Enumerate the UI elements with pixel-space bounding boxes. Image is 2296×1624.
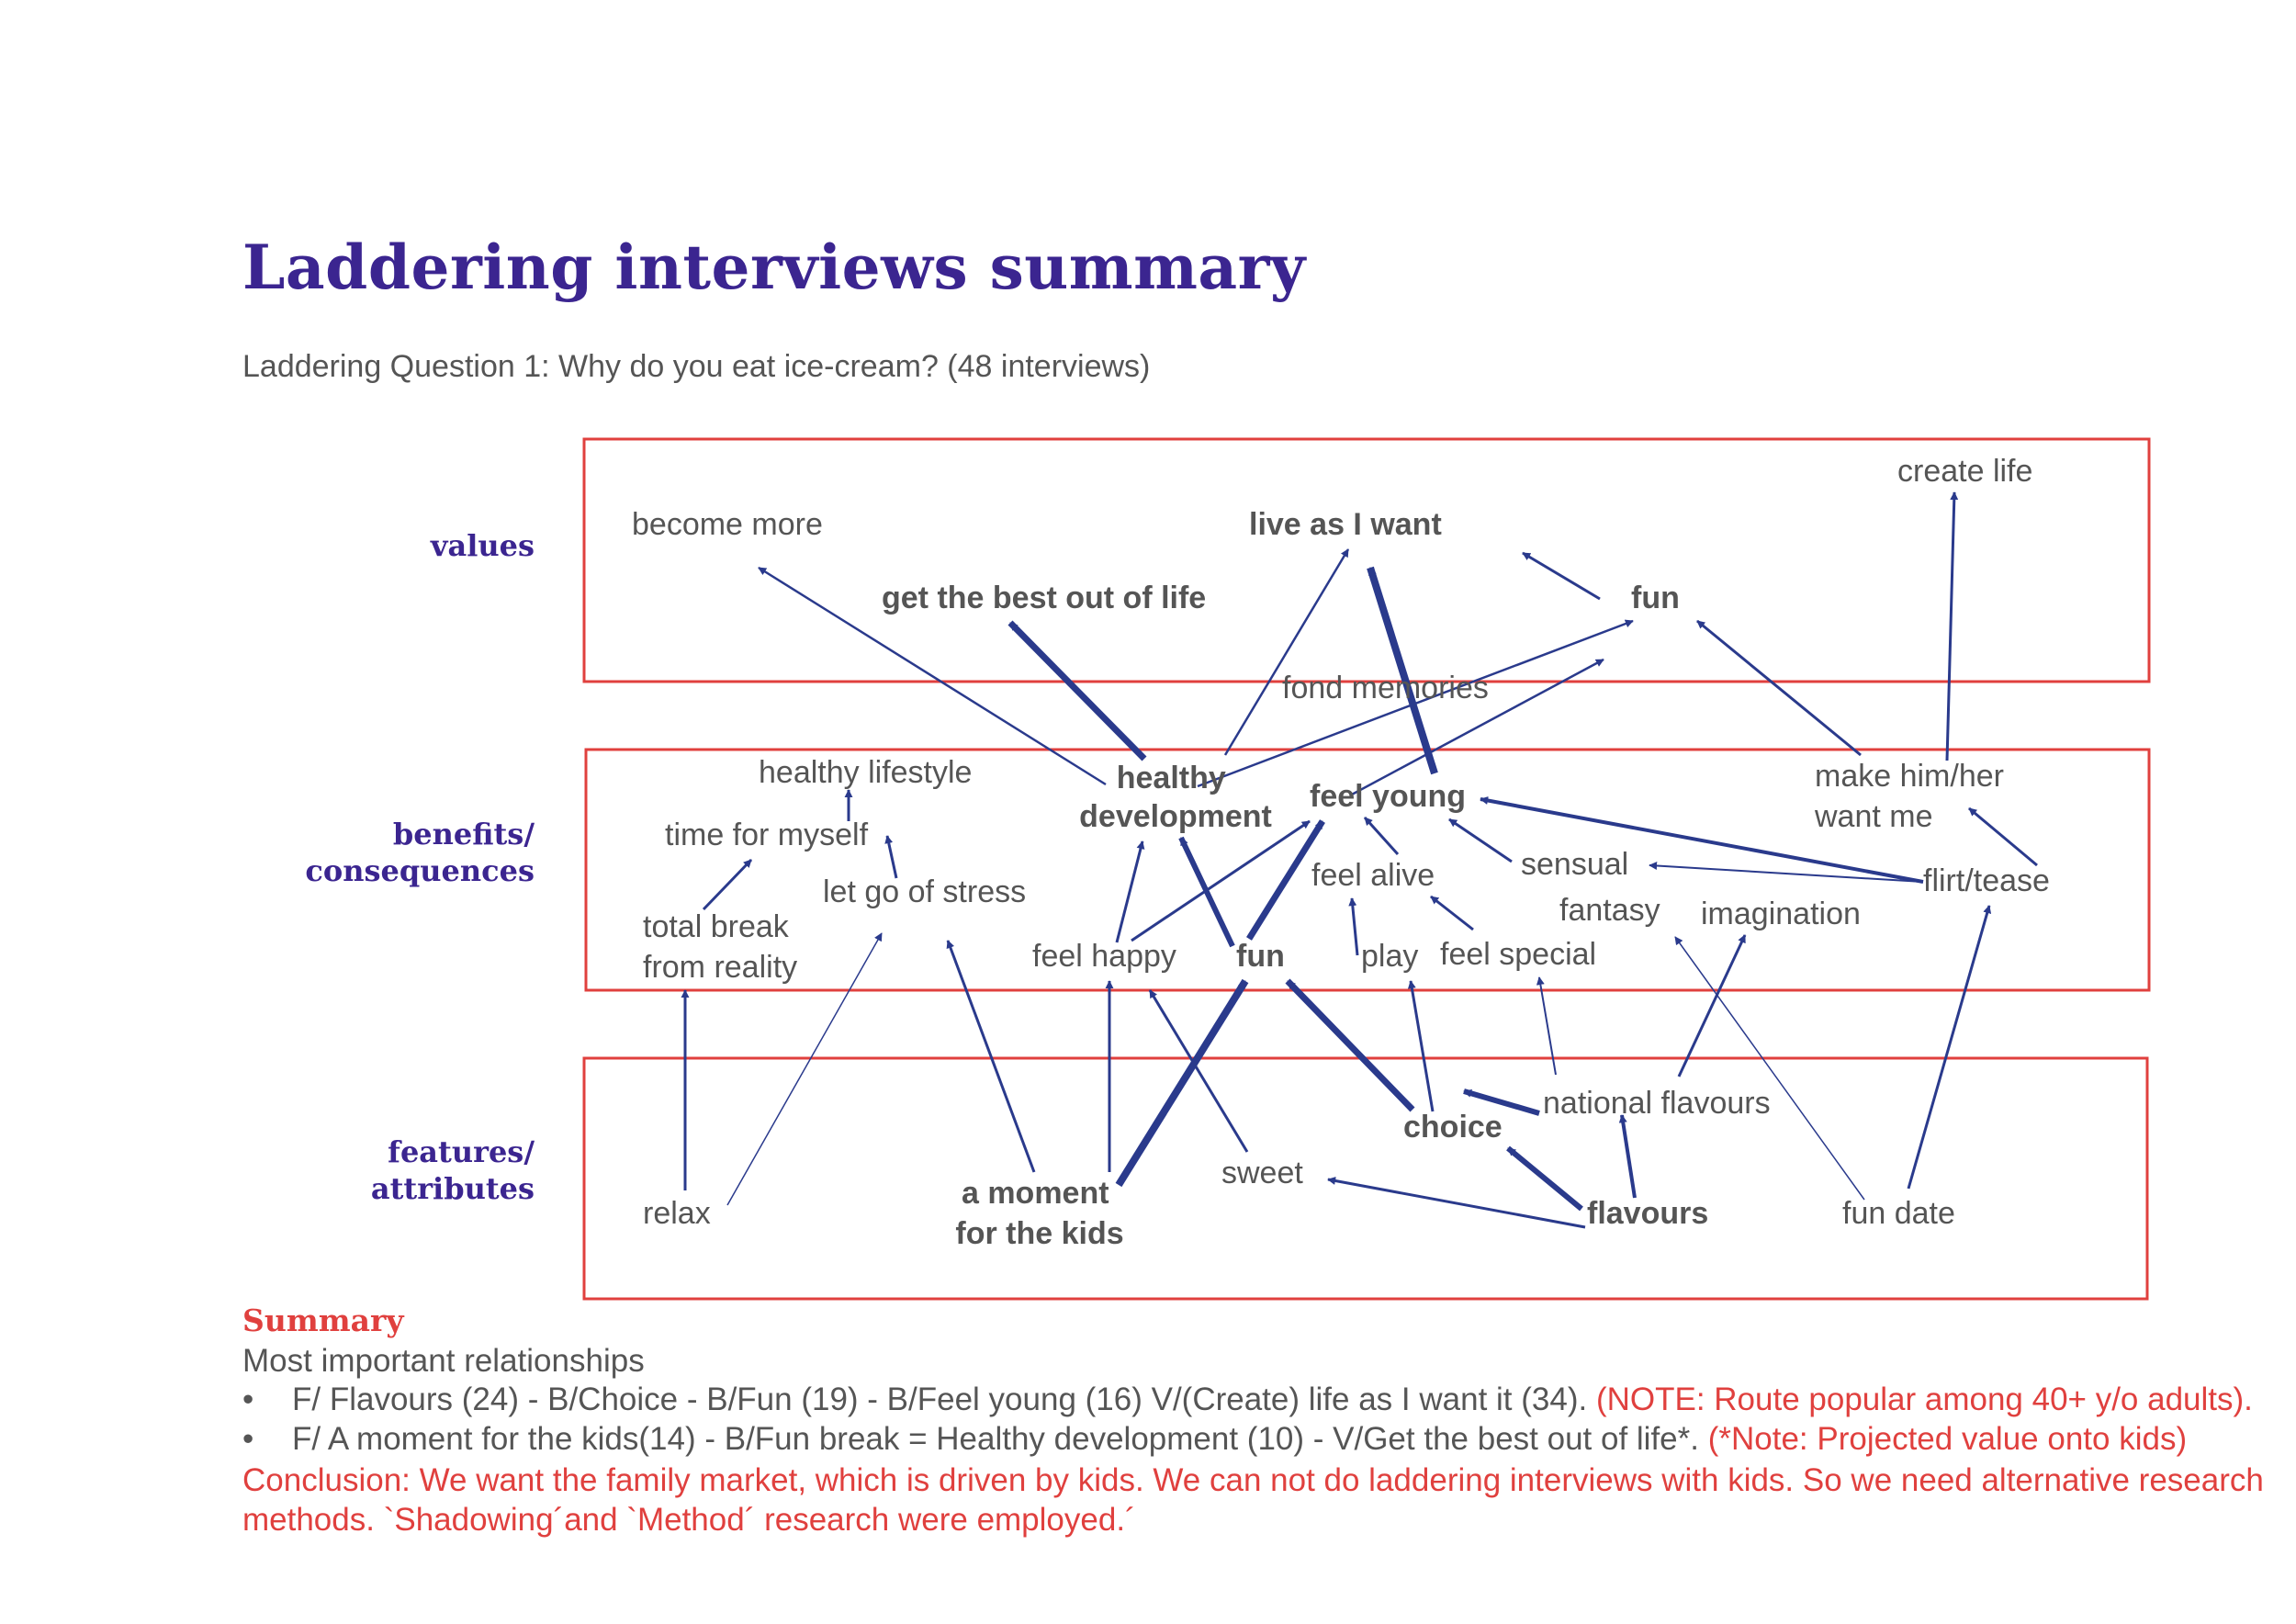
page-title: Laddering interviews summary bbox=[242, 231, 1306, 303]
arrow-healthy-dev-become-more bbox=[758, 566, 1107, 786]
node-fun-benefit: fun bbox=[1236, 939, 1285, 974]
arrow-fun-feel-young bbox=[1246, 819, 1325, 941]
arrow-flavours-national bbox=[1618, 1114, 1637, 1199]
node-sensual: sensual bbox=[1521, 847, 1628, 882]
row-label-line: features/ bbox=[388, 1134, 535, 1169]
arrow-fun-date-fantasy bbox=[1674, 936, 1865, 1201]
arrow-fun-date-flirt bbox=[1907, 905, 1992, 1190]
summary-bullet: • F/ Flavours (24) - B/Choice - B/Fun (19… bbox=[242, 1382, 2253, 1418]
arrow-flirt-make-want bbox=[1968, 806, 2038, 867]
node-create-life: create life bbox=[1897, 454, 2032, 489]
arrow-healthy-dev-live-as-i-want bbox=[1223, 548, 1350, 756]
node-line: healthy bbox=[1117, 761, 1226, 795]
node-line: for the kids bbox=[955, 1216, 1123, 1251]
row-label-line: attributes bbox=[370, 1171, 535, 1206]
arrow-national-feel-special bbox=[1536, 976, 1557, 1076]
arrow-fun-healthy-dev bbox=[1178, 836, 1235, 948]
arrow-national-choice bbox=[1463, 1088, 1540, 1116]
arrow-relax-let-go-of-stress bbox=[726, 932, 883, 1206]
bullet-dot: • bbox=[242, 1421, 254, 1457]
laddering-question: Laddering Question 1: Why do you eat ice… bbox=[242, 349, 1151, 384]
node-fond-memories: fond memories bbox=[1282, 671, 1489, 705]
node-a-moment-for-the-kids: a moment for the kids bbox=[955, 1176, 1123, 1251]
node-feel-special: feel special bbox=[1440, 937, 1596, 972]
arrow-fun-value-live bbox=[1522, 551, 1601, 601]
arrow-healthy-dev-get-best bbox=[1007, 620, 1147, 761]
node-time-for-myself: time for myself bbox=[665, 818, 869, 852]
node-make-him-her-want-me: make him/her want me bbox=[1814, 759, 2012, 834]
bullet-text: F/ Flavours (24) - B/Choice - B/Fun (19)… bbox=[292, 1382, 1596, 1417]
arrow-feel-alive-feel-young bbox=[1363, 816, 1400, 856]
arrow-choice-play bbox=[1407, 980, 1435, 1112]
node-become-more: become more bbox=[632, 507, 823, 542]
arrow-play-feel-alive bbox=[1348, 897, 1359, 956]
row-label-line: values bbox=[430, 528, 535, 563]
arrow-feel-young-fun-value bbox=[1349, 658, 1604, 797]
arrow-flirt-feel-young bbox=[1480, 796, 1924, 884]
arrow-moment-let-go bbox=[946, 940, 1036, 1173]
summary-bullet: • F/ A moment for the kids(14) - B/Fun br… bbox=[242, 1421, 2187, 1458]
node-healthy-development: healthy development bbox=[1079, 761, 1272, 834]
arrow-feel-happy-healthy-dev bbox=[1115, 840, 1145, 943]
conclusion-text: Conclusion: We want the family market, w… bbox=[242, 1462, 2264, 1538]
arrow-let-go-time-for-myself bbox=[884, 835, 898, 879]
node-flirt-tease: flirt/tease bbox=[1923, 863, 2050, 898]
node-fantasy: fantasy bbox=[1559, 893, 1660, 928]
node-feel-young: feel young bbox=[1310, 779, 1466, 814]
summary-subheading: Most important relationships bbox=[242, 1343, 645, 1379]
node-total-break: total break from reality bbox=[643, 909, 797, 985]
node-play: play bbox=[1361, 939, 1418, 974]
node-relax: relax bbox=[643, 1196, 711, 1231]
arrow-choice-fun bbox=[1285, 978, 1415, 1112]
node-feel-alive: feel alive bbox=[1311, 858, 1435, 893]
node-healthy-lifestyle: healthy lifestyle bbox=[759, 755, 972, 790]
node-sweet: sweet bbox=[1221, 1156, 1303, 1190]
row-label-benefits: benefits/ consequences bbox=[305, 816, 535, 889]
bullet-dot: • bbox=[242, 1382, 254, 1417]
row-label-values: values bbox=[431, 527, 535, 564]
node-line: from reality bbox=[643, 950, 797, 985]
node-imagination: imagination bbox=[1701, 897, 1861, 931]
arrow-moment-fun bbox=[1115, 978, 1249, 1188]
node-national-flavours: national flavours bbox=[1543, 1086, 1771, 1121]
node-let-go-of-stress: let go of stress bbox=[823, 874, 1026, 909]
arrow-feel-special-feel-alive bbox=[1430, 895, 1474, 931]
arrow-sensual-feel-young bbox=[1448, 818, 1513, 863]
benefits-box bbox=[584, 748, 2151, 992]
arrow-make-want-create-life bbox=[1945, 491, 1959, 761]
node-fun-date: fun date bbox=[1842, 1196, 1955, 1231]
bullet-text: F/ A moment for the kids(14) - B/Fun bre… bbox=[292, 1421, 1708, 1457]
node-line: want me bbox=[1814, 799, 1933, 834]
node-choice: choice bbox=[1403, 1110, 1503, 1145]
arrow-feel-young-live-as-i-want bbox=[1367, 566, 1438, 775]
node-flavours: flavours bbox=[1587, 1196, 1708, 1231]
node-live-as-i-want: live as I want bbox=[1249, 507, 1442, 542]
row-label-features: features/ attributes bbox=[371, 1133, 535, 1207]
arrow-national-imagination bbox=[1677, 934, 1747, 1077]
arrow-flavours-choice bbox=[1506, 1145, 1583, 1212]
node-fun-value: fun bbox=[1631, 581, 1680, 615]
node-line: total break bbox=[643, 909, 790, 944]
diagram-nodes: create life become more live as I want g… bbox=[632, 454, 2050, 1251]
node-line: a moment bbox=[962, 1176, 1109, 1211]
summary-heading: Summary bbox=[242, 1303, 404, 1338]
arrow-flavours-sweet bbox=[1327, 1177, 1586, 1229]
arrow-make-want-fun bbox=[1696, 619, 1862, 757]
node-line: make him/her bbox=[1815, 759, 2004, 794]
node-feel-happy: feel happy bbox=[1032, 939, 1176, 974]
arrow-sweet-feel-happy bbox=[1148, 989, 1249, 1153]
values-box bbox=[582, 437, 2151, 683]
arrow-feel-happy-feel-young bbox=[1131, 819, 1311, 942]
relationship-arrows bbox=[681, 491, 2038, 1229]
row-label-line: consequences bbox=[305, 853, 535, 888]
node-get-the-best-out-of-life: get the best out of life bbox=[882, 581, 1206, 615]
row-label-line: benefits/ bbox=[392, 817, 535, 851]
arrow-flirt-sensual bbox=[1649, 861, 1924, 883]
bullet-note: (NOTE: Route popular among 40+ y/o adult… bbox=[1595, 1382, 2253, 1417]
arrow-total-break-time-for-myself bbox=[702, 858, 753, 911]
node-line: development bbox=[1079, 799, 1272, 834]
bullet-note: (*Note: Projected value onto kids) bbox=[1707, 1421, 2188, 1457]
